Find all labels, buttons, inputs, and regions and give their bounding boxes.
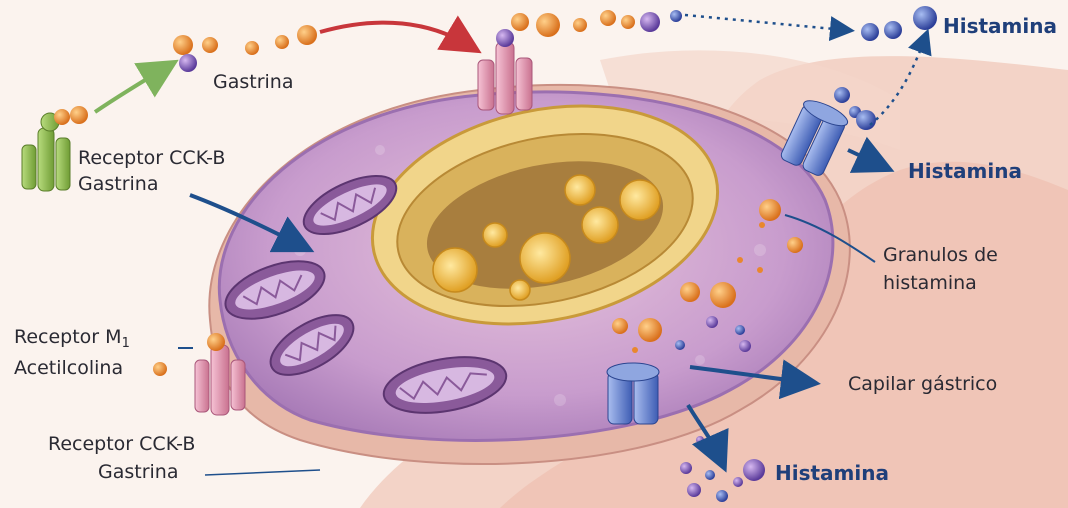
label-granulos-line2: histamina bbox=[883, 271, 977, 295]
label-histamina-top: Histamina bbox=[943, 14, 1057, 38]
label-histamina-right: Histamina bbox=[908, 159, 1022, 183]
label-acetilcolina: Acetilcolina bbox=[14, 356, 123, 380]
label-histamina-bottom: Histamina bbox=[775, 461, 889, 485]
label-receptor-cckb-2: Receptor CCK-B bbox=[48, 432, 195, 456]
label-capilar: Capilar gástrico bbox=[848, 372, 997, 396]
label-gastrina-top: Gastrina bbox=[213, 70, 294, 94]
label-granulos-line1: Granulos de bbox=[883, 243, 998, 267]
label-receptor-m-sub: 1 bbox=[122, 336, 130, 351]
label-gastrina-1: Gastrina bbox=[78, 172, 159, 196]
label-receptor-cckb-1: Receptor CCK-B bbox=[78, 146, 225, 170]
label-receptor-m1: Receptor M1 bbox=[14, 325, 130, 356]
label-receptor-m: Receptor M bbox=[14, 326, 122, 348]
cck-b-receptor-icon bbox=[478, 29, 532, 114]
label-gastrina-2: Gastrina bbox=[98, 460, 179, 484]
